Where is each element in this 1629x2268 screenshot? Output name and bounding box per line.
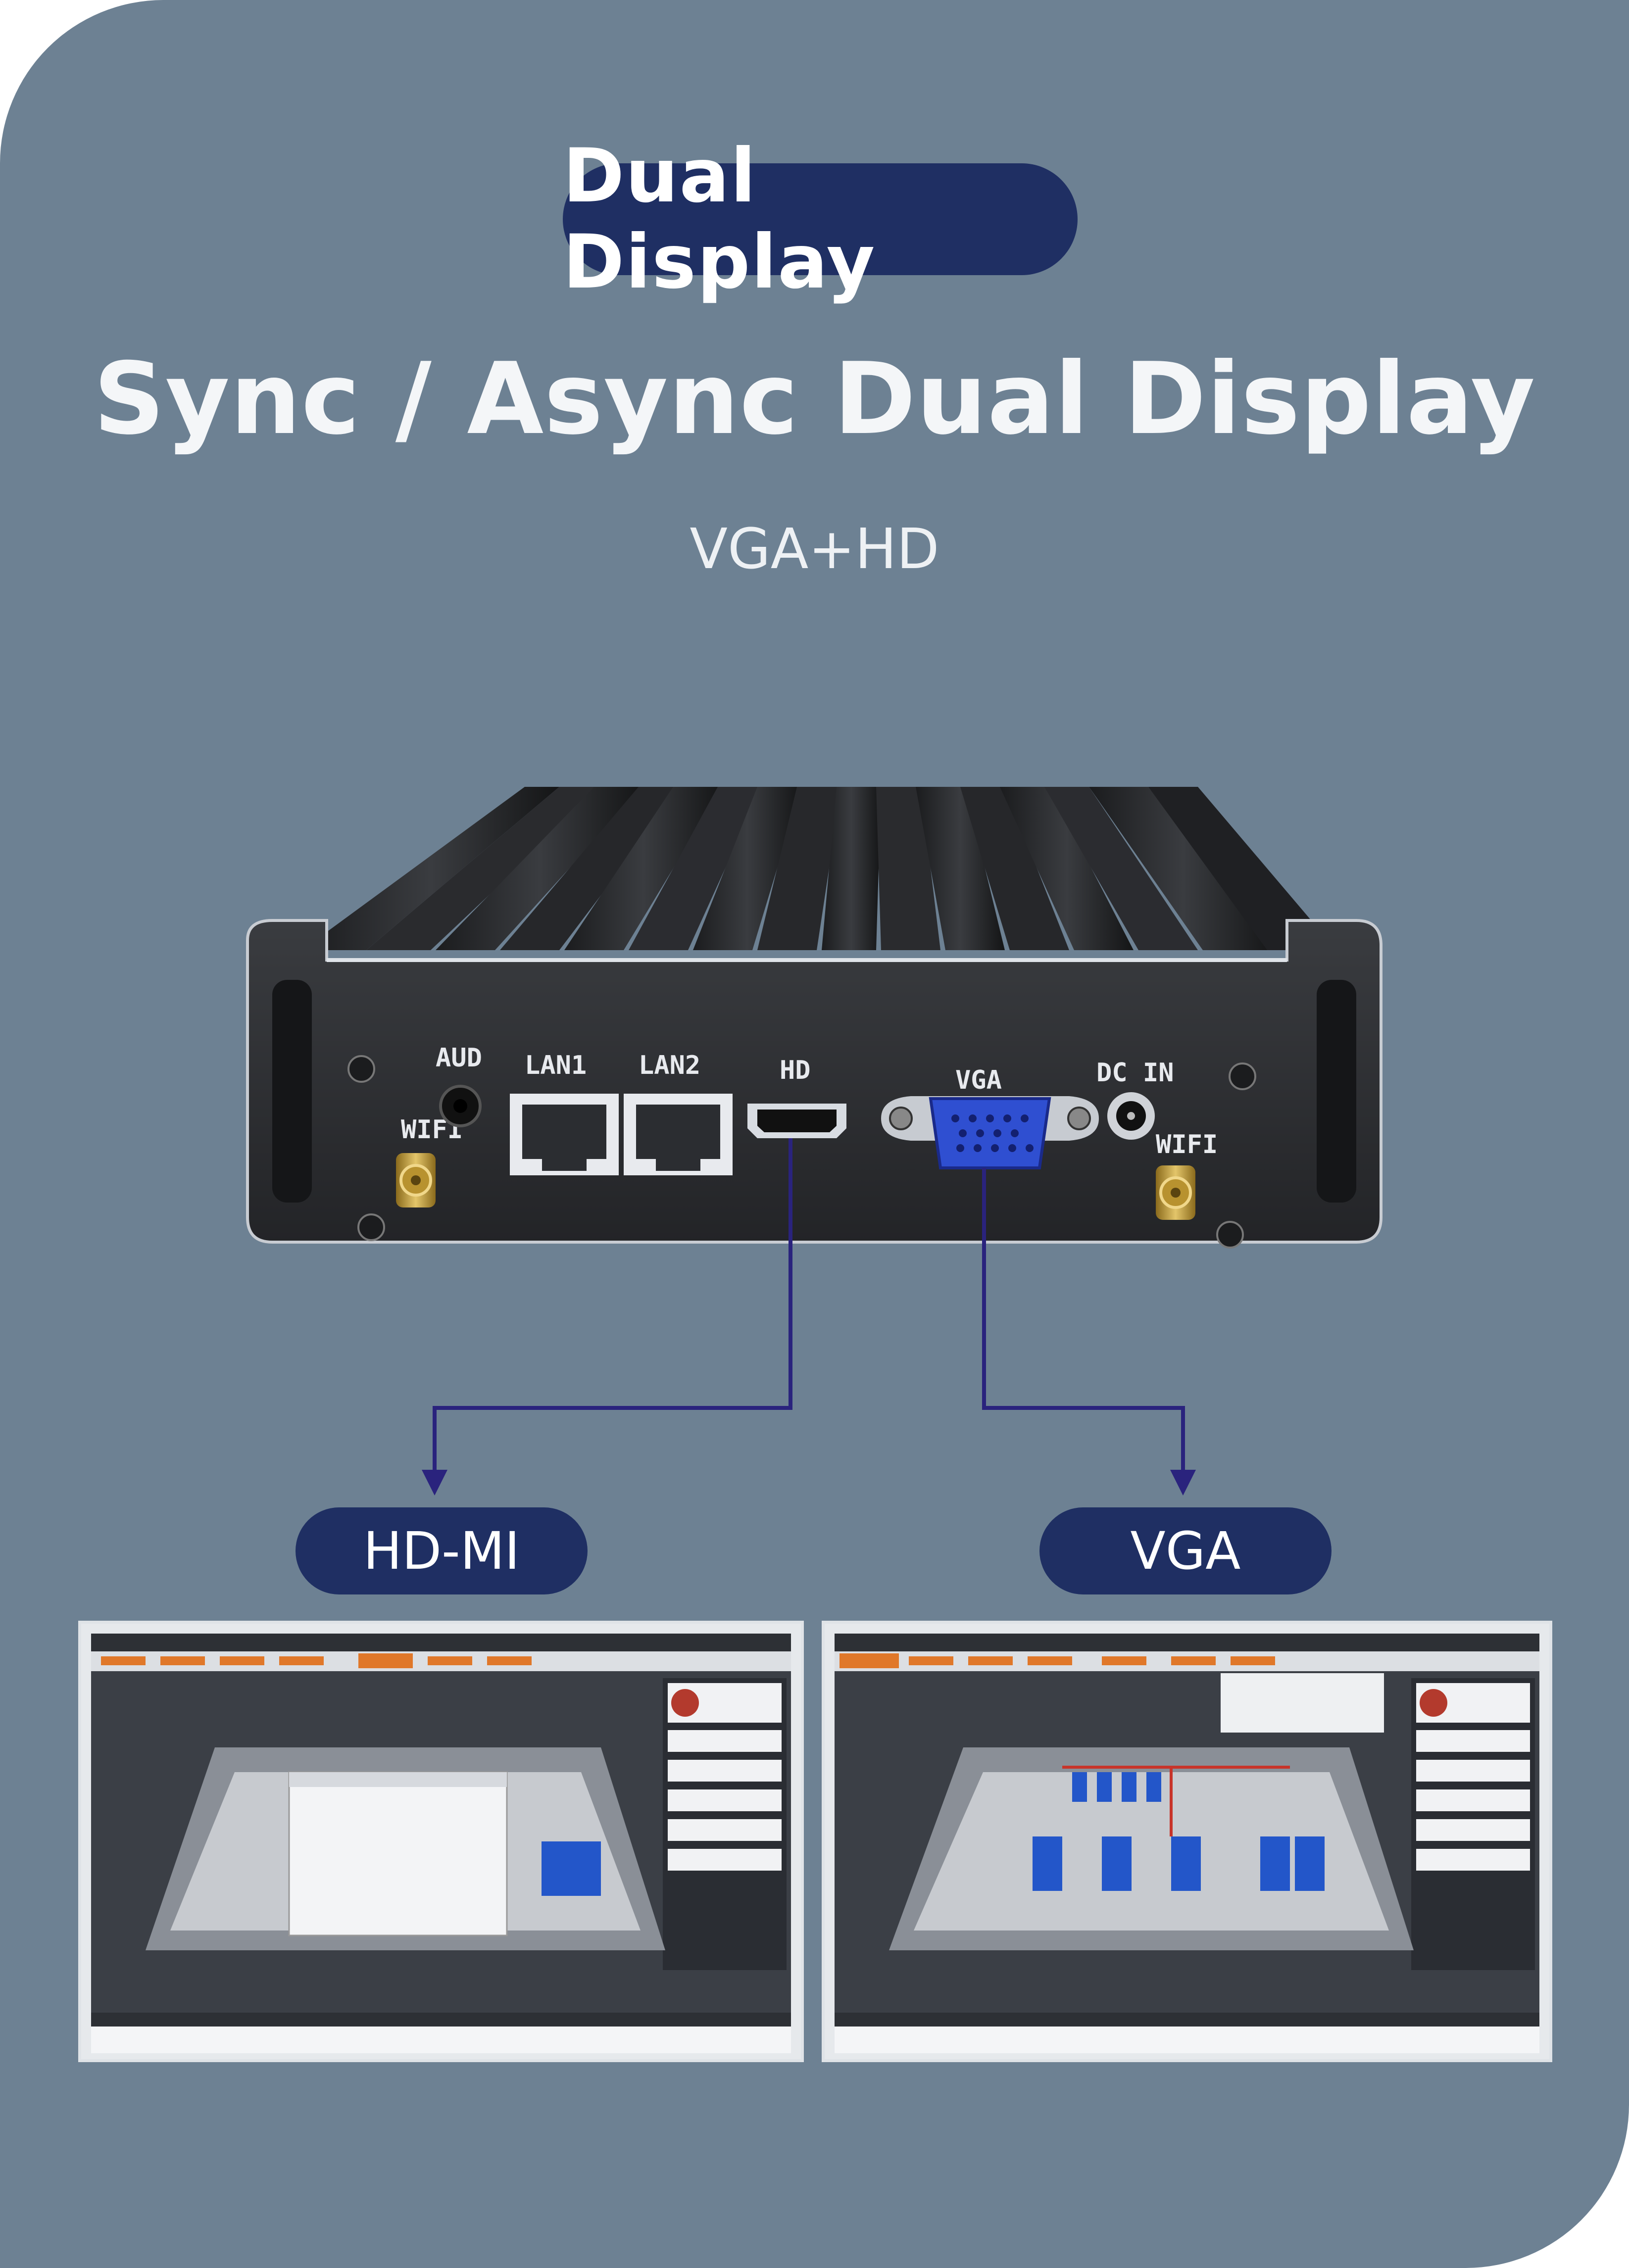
- screw-icon: [347, 1055, 1256, 1249]
- audio-jack-icon: [439, 1085, 482, 1127]
- hd-label: HD: [780, 1056, 811, 1085]
- subheadline: VGA+HD: [690, 517, 939, 581]
- vga-arrow-icon: [1170, 1470, 1196, 1496]
- wifi-left-antenna-icon: [396, 1153, 436, 1207]
- aud-label: AUD: [436, 1043, 482, 1073]
- vga-port-icon: [881, 1096, 1099, 1169]
- headline: Sync / Async Dual Display: [93, 341, 1536, 457]
- vga-screen-image: [825, 1624, 1549, 2059]
- lan1-label: LAN1: [525, 1051, 587, 1080]
- hdmi-output-label: HD-MI: [296, 1507, 588, 1594]
- vga-connector-line: [982, 1168, 1185, 1480]
- hdmi-arrow-icon: [422, 1470, 447, 1496]
- mini-pc-device: AUD LAN1 LAN2 HD VGA DC IN WIFI WIFI: [246, 787, 1382, 1249]
- vga-label: VGA: [955, 1065, 1002, 1095]
- vga-screen-thumbnail: [822, 1621, 1552, 2062]
- connector-lines: [422, 1138, 1196, 1496]
- lan2-label: LAN2: [639, 1051, 700, 1080]
- wifi-right-label: WIFI: [1156, 1130, 1218, 1159]
- lan1-port-icon: [510, 1094, 619, 1175]
- lan2-port-icon: [624, 1094, 733, 1175]
- wifi-right-antenna-icon: [1156, 1165, 1195, 1220]
- dc-in-label: DC IN: [1096, 1058, 1174, 1088]
- hdmi-port-icon: [747, 1104, 846, 1138]
- hdmi-screen-thumbnail: [78, 1621, 804, 2062]
- heatsink-fins: [302, 787, 1336, 950]
- hdmi-connector-line: [433, 1138, 792, 1480]
- vga-output-label: VGA: [1039, 1507, 1332, 1594]
- dc-in-port-icon: [1107, 1092, 1155, 1140]
- hdmi-screen-image: [81, 1624, 801, 2059]
